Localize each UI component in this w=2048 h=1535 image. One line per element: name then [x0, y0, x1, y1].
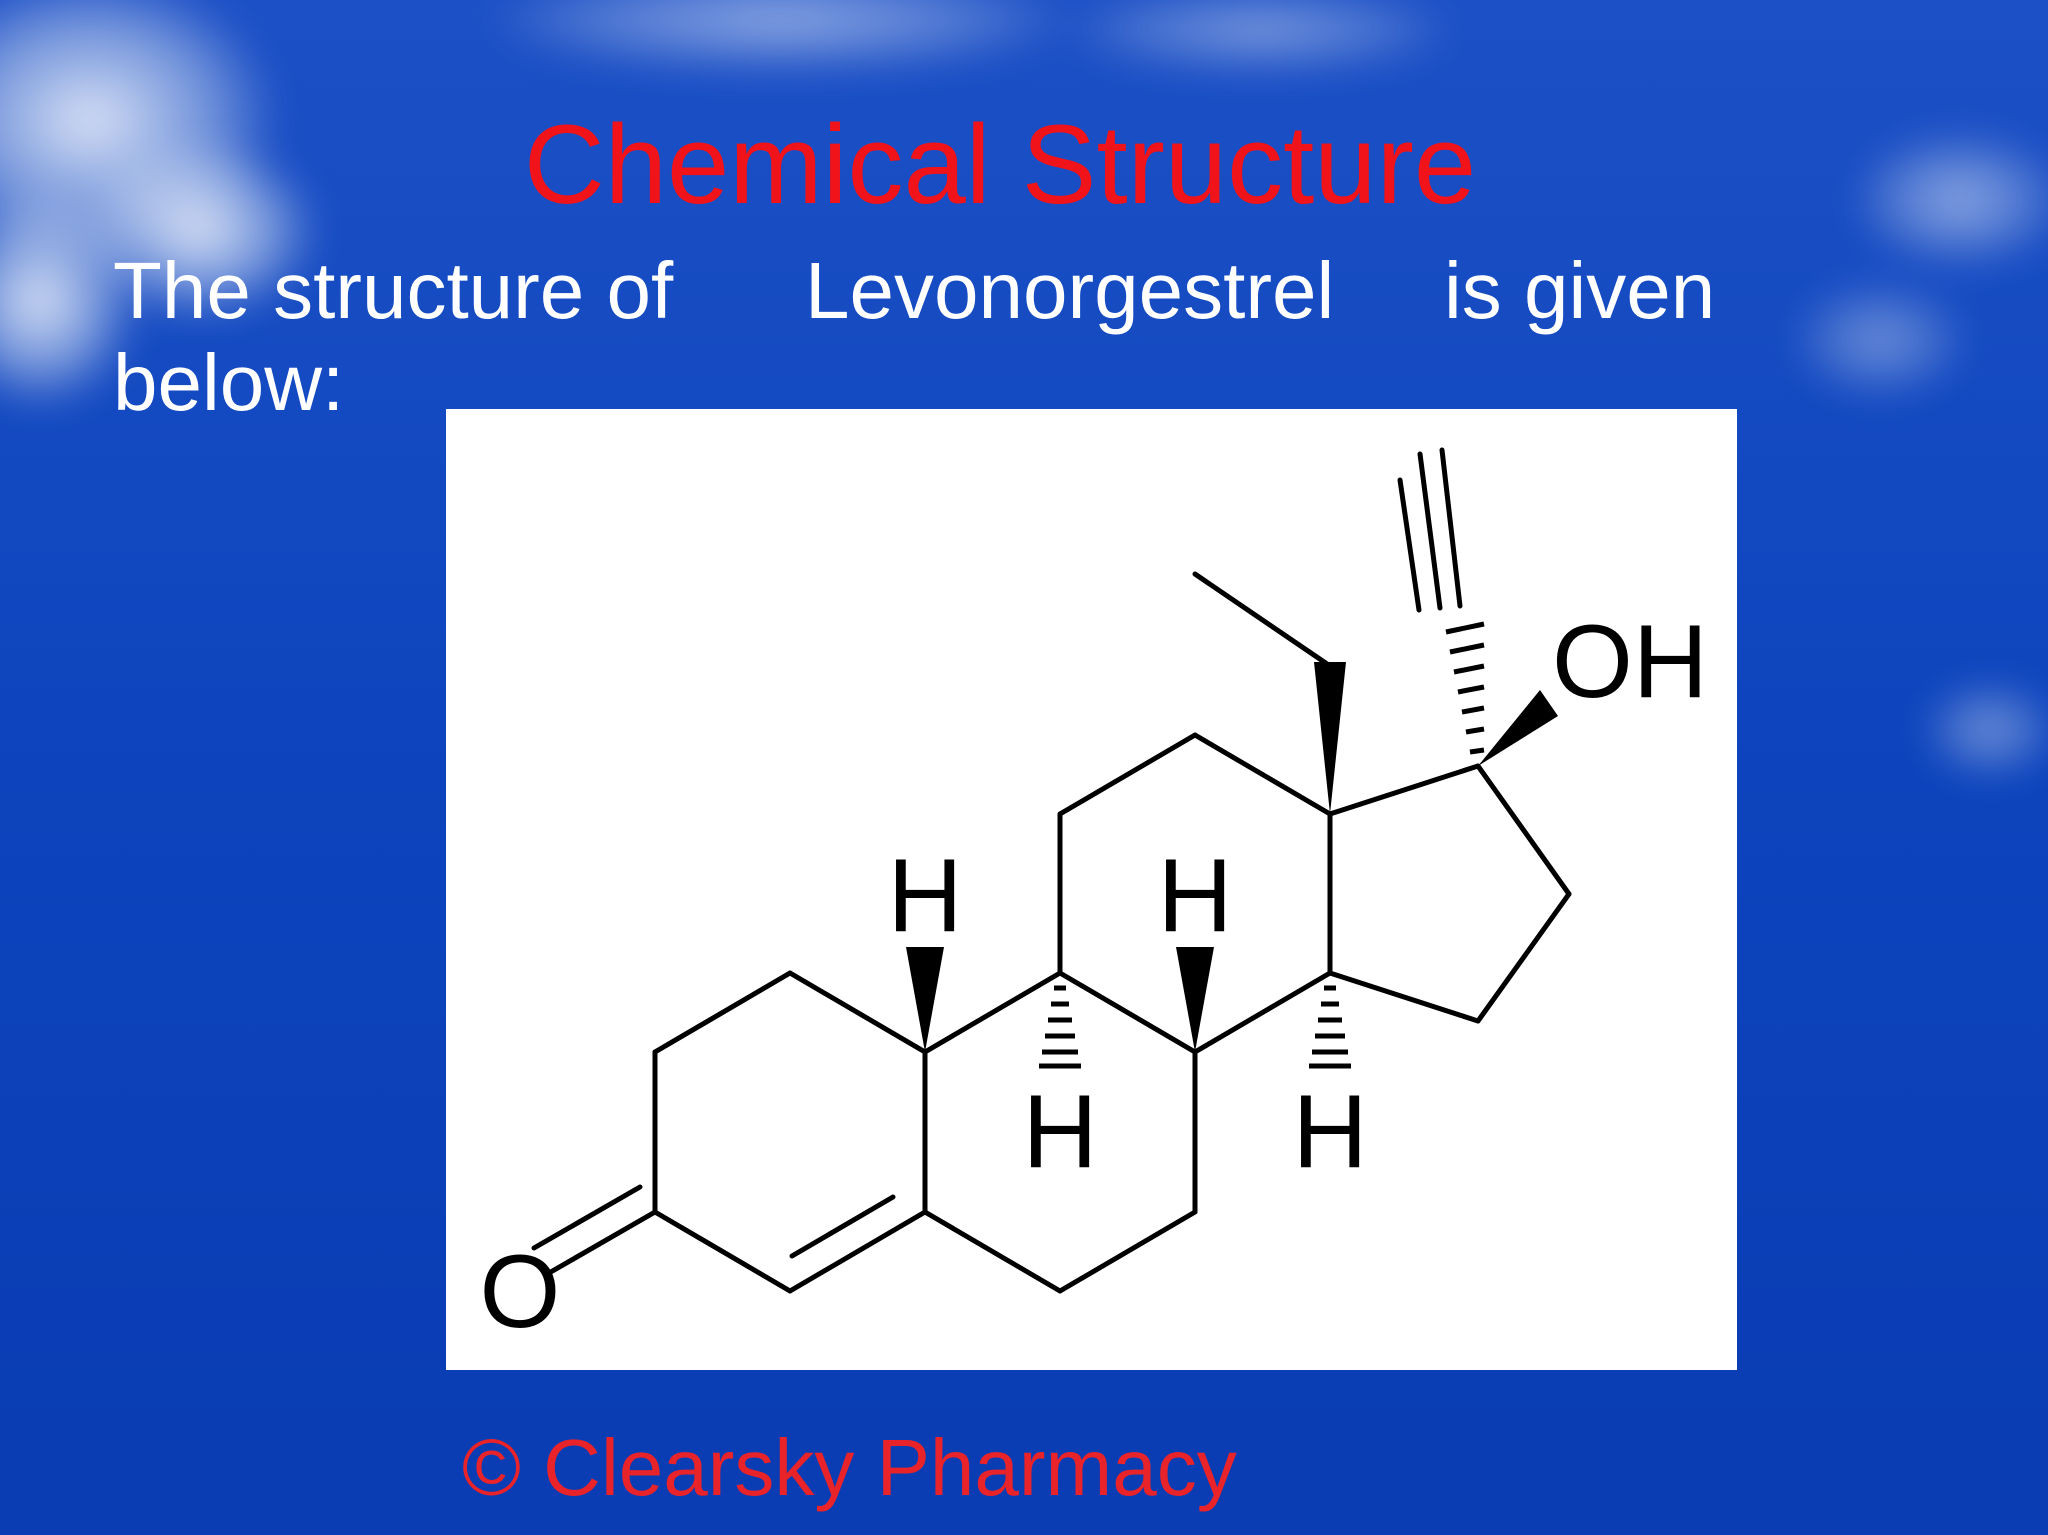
copyright-notice: © Clearsky Pharmacy	[462, 1423, 1237, 1512]
hydrogen-label-c8: H	[1157, 838, 1232, 954]
slide-title: Chemical Structure	[523, 102, 1477, 227]
atom-labels: O OH H H H H	[480, 604, 1708, 1350]
hydrogen-label-c10: H	[887, 838, 962, 954]
structure-diagram: O OH H H H H	[446, 409, 1737, 1370]
compound-name: Levonorgestrel	[805, 246, 1335, 335]
hydrogen-label-c9: H	[1022, 1074, 1097, 1190]
cloud-group	[0, 0, 2048, 780]
hydrogen-label-c14: H	[1292, 1074, 1367, 1190]
oxygen-label: O	[480, 1234, 561, 1350]
hydroxyl-label: OH	[1552, 604, 1708, 720]
intro-part-2: is given	[1444, 246, 1716, 335]
intro-part-3: below:	[113, 338, 345, 427]
intro-part-1: The structure of	[113, 246, 674, 335]
levonorgestrel-structure: O OH H H H H	[480, 447, 1708, 1350]
bonds	[531, 447, 1572, 1294]
wedge-bonds	[906, 662, 1558, 1052]
hash-bonds	[1039, 621, 1485, 1069]
